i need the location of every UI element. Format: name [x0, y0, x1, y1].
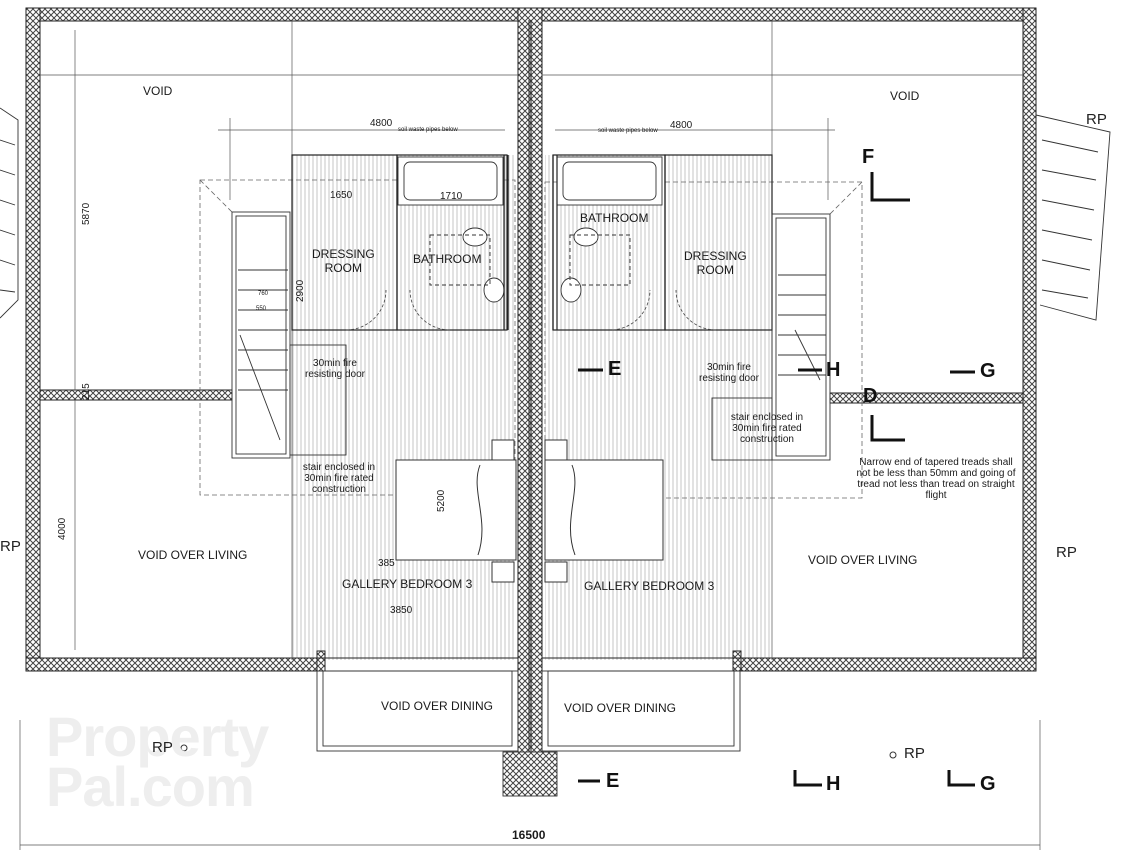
dim-overall: 16500	[512, 828, 546, 842]
beds	[395, 439, 664, 583]
rp-circles	[180, 744, 897, 759]
roof-fragments	[0, 107, 1111, 321]
soil-note-left: soil waste pipes below	[398, 127, 458, 133]
dim-5870: 5870	[81, 202, 92, 225]
void-dining-right-label: VOID OVER DINING	[564, 701, 677, 715]
dim-1650: 1650	[330, 190, 353, 201]
section-h-top: H	[826, 359, 841, 381]
stair-note-left: stair enclosed in 30min fire rated const…	[302, 462, 376, 495]
dressing-right-label: DRESSING ROOM	[684, 249, 747, 277]
section-h-bottom: H	[826, 773, 841, 795]
section-e-bottom: E	[606, 770, 620, 792]
dim-550: 550	[256, 306, 267, 312]
bathroom-fixtures	[397, 156, 663, 303]
void-left-label: VOID	[143, 84, 173, 98]
bathroom-left-label: BATHROOM	[413, 252, 482, 266]
dim-top-right: 4800	[670, 120, 693, 131]
section-f: F	[862, 146, 875, 168]
dim-top-left: 4800	[370, 118, 393, 129]
bay-dining	[316, 670, 741, 797]
dim-2900: 2900	[295, 279, 306, 302]
dim-760: 760	[258, 291, 269, 297]
rp-right: RP	[1056, 544, 1077, 561]
section-g-bottom: G	[980, 773, 996, 795]
stairs	[231, 211, 831, 461]
tread-note: Narrow end of tapered treads shall not b…	[856, 457, 1016, 501]
watermark-line1: Property	[46, 705, 269, 768]
rp-left: RP	[0, 538, 21, 555]
dim-215: 215	[81, 383, 92, 400]
fire-door-note-right: 30min fire resisting door	[698, 362, 760, 384]
gallery-left-label: GALLERY BEDROOM 3	[342, 577, 473, 591]
dim-5200: 5200	[436, 489, 447, 512]
section-e-top: E	[608, 358, 622, 380]
dressing-left-label: DRESSING ROOM	[312, 247, 375, 275]
void-right-label: VOID	[890, 89, 920, 103]
bathroom-right-label: BATHROOM	[580, 211, 649, 225]
section-d: D	[863, 385, 878, 407]
gallery-right-label: GALLERY BEDROOM 3	[584, 579, 715, 593]
void-living-right-label: VOID OVER LIVING	[808, 553, 918, 567]
soil-note-right: soil waste pipes below	[598, 128, 658, 134]
dim-385: 385	[378, 558, 395, 569]
section-bars	[578, 172, 975, 787]
rp-top-right: RP	[1086, 111, 1107, 128]
stair-note-right: stair enclosed in 30min fire rated const…	[730, 412, 804, 445]
rp-bottom-right: RP	[904, 745, 925, 762]
inner-wall-lines	[39, 20, 1024, 770]
dim-1710: 1710	[440, 191, 463, 202]
construction-lines	[19, 21, 1041, 850]
void-dining-left-label: VOID OVER DINING	[381, 699, 494, 713]
fire-door-note-left: 30min fire resisting door	[304, 358, 366, 380]
rp-bottom-left: RP	[152, 739, 173, 756]
dim-4000: 4000	[57, 517, 68, 540]
door-swings	[345, 289, 717, 331]
outer-walls	[25, 7, 1037, 779]
watermark-line2: Pal.com	[46, 755, 255, 819]
watermark: Property Pal.com	[46, 705, 269, 819]
dim-3850: 3850	[390, 605, 413, 616]
void-living-left-label: VOID OVER LIVING	[138, 548, 248, 562]
section-g-top: G	[980, 360, 996, 382]
